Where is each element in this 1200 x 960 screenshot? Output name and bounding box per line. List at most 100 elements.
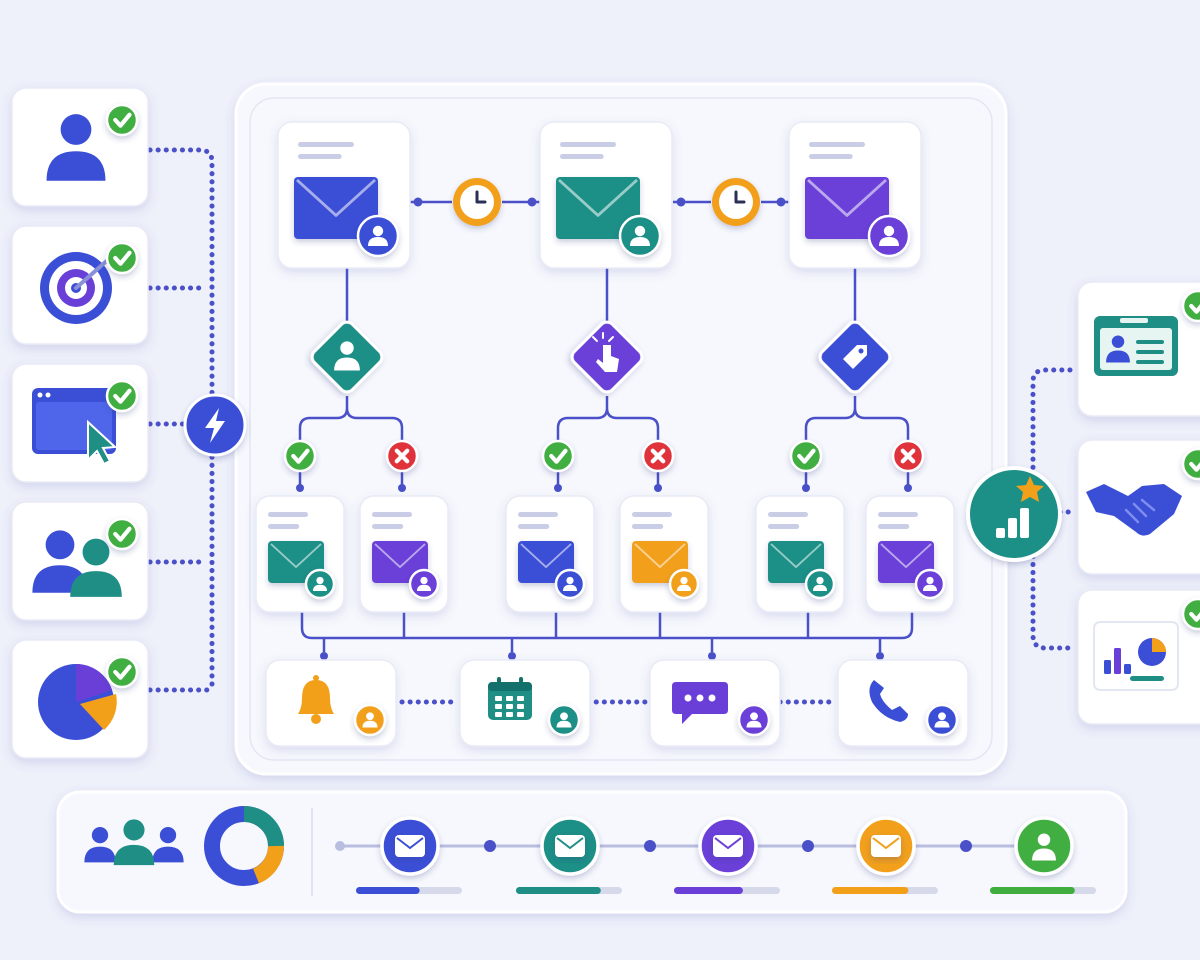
email-sequence-row	[277, 121, 922, 269]
badge-body	[630, 237, 650, 246]
condition-node[interactable]	[569, 319, 645, 395]
trigger-card-webpage[interactable]	[11, 363, 149, 483]
merge-bus-drop	[322, 638, 882, 652]
envelope-icon	[713, 835, 743, 857]
badge-circle	[105, 655, 139, 689]
envelope-flap-line	[714, 837, 742, 850]
trigger-card-contact[interactable]	[11, 87, 149, 207]
delay-timer[interactable]	[712, 178, 760, 226]
target-icon	[40, 252, 112, 324]
branch-email-card[interactable]	[865, 495, 955, 613]
text-line-placeholder	[268, 524, 300, 529]
envelope-icon	[395, 835, 425, 857]
connector-dot	[554, 484, 562, 492]
badge-head	[680, 576, 688, 585]
timeline-step-circle[interactable]	[1014, 816, 1074, 876]
delay-timer[interactable]	[453, 178, 501, 226]
action-card[interactable]	[837, 659, 969, 747]
trigger-hub[interactable]	[183, 393, 247, 457]
bell-body	[298, 680, 334, 714]
badge-body	[556, 720, 572, 728]
envelope-flap	[880, 543, 932, 568]
branch-email-card[interactable]	[505, 495, 595, 613]
results-bar	[996, 528, 1005, 538]
person-body	[113, 844, 155, 866]
chat-dot	[696, 694, 704, 702]
check-badge-icon	[105, 103, 139, 137]
badge-head	[938, 712, 946, 721]
person-shape	[1032, 833, 1056, 861]
person-head	[1111, 335, 1125, 348]
calendar-day	[506, 696, 513, 701]
output-card[interactable]	[1077, 281, 1200, 417]
email-step-card[interactable]	[539, 121, 673, 269]
user-badge-icon	[668, 568, 700, 600]
badge-body	[934, 720, 950, 728]
check-mark	[549, 448, 568, 464]
progress-fill	[674, 887, 743, 894]
badge-body	[362, 720, 378, 728]
trigger-card-audience[interactable]	[11, 501, 149, 621]
trigger-card-target[interactable]	[11, 225, 149, 345]
calendar-day	[517, 712, 524, 717]
timeline-dot	[644, 840, 656, 852]
badge-body	[813, 584, 827, 591]
branch-email-card[interactable]	[359, 495, 449, 613]
person-body	[334, 357, 360, 371]
check-badge-icon	[105, 241, 139, 275]
badge-head	[372, 225, 384, 237]
card-line	[1136, 340, 1164, 344]
person-shape	[46, 114, 106, 181]
user-badge-icon	[925, 703, 959, 737]
connector-dots	[296, 197, 972, 852]
trigger-card-segment[interactable]	[11, 639, 149, 759]
branch-email-card[interactable]	[755, 495, 845, 613]
text-line-placeholder	[768, 512, 808, 517]
timeline-step[interactable]	[832, 816, 938, 894]
analytics-pie-slice	[1152, 638, 1166, 652]
contact-card-icon	[1094, 316, 1178, 376]
workflow-canvas-inner-border	[249, 97, 993, 761]
person-shape	[334, 341, 360, 371]
connector-dot	[904, 484, 912, 492]
calendar-day	[517, 704, 524, 709]
action-card[interactable]	[649, 659, 781, 747]
check-badge-icon	[1181, 447, 1200, 481]
timeline-step[interactable]	[516, 816, 622, 894]
action-card[interactable]	[459, 659, 591, 747]
text-line-placeholder	[372, 524, 404, 529]
timeline-step[interactable]	[990, 816, 1096, 894]
output-card[interactable]	[1077, 589, 1200, 725]
text-line-placeholder	[809, 142, 865, 147]
connector-dot	[776, 197, 786, 207]
email-step-card[interactable]	[788, 121, 922, 269]
person-head	[123, 819, 145, 841]
text-line-placeholder	[560, 154, 604, 159]
results-hub-circle[interactable]	[966, 466, 1062, 562]
action-card[interactable]	[265, 659, 397, 747]
output-card[interactable]	[1077, 439, 1200, 575]
text-line-placeholder	[632, 512, 672, 517]
email-step-card[interactable]	[277, 121, 411, 269]
person-shape	[1106, 335, 1130, 363]
delay-row	[453, 178, 760, 226]
branch-email-card[interactable]	[619, 495, 709, 613]
badge-head	[634, 225, 646, 237]
person-body	[84, 846, 116, 863]
branch-email-card[interactable]	[255, 495, 345, 613]
user-badge-icon	[304, 568, 336, 600]
pie-chart-icon	[38, 664, 117, 740]
action-row	[265, 659, 969, 747]
condition-node[interactable]	[817, 319, 893, 395]
condition-diamond[interactable]	[309, 319, 385, 395]
donut-segment	[243, 806, 284, 847]
envelope-body	[555, 835, 585, 857]
timeline-step[interactable]	[356, 816, 462, 894]
condition-node[interactable]	[309, 319, 385, 395]
condition-row	[309, 319, 893, 395]
timeline-step[interactable]	[674, 816, 780, 894]
badge-circle	[789, 439, 823, 473]
results-hub[interactable]	[966, 466, 1062, 562]
donut-chart-icon	[204, 806, 284, 886]
envelope-flap	[807, 178, 887, 217]
